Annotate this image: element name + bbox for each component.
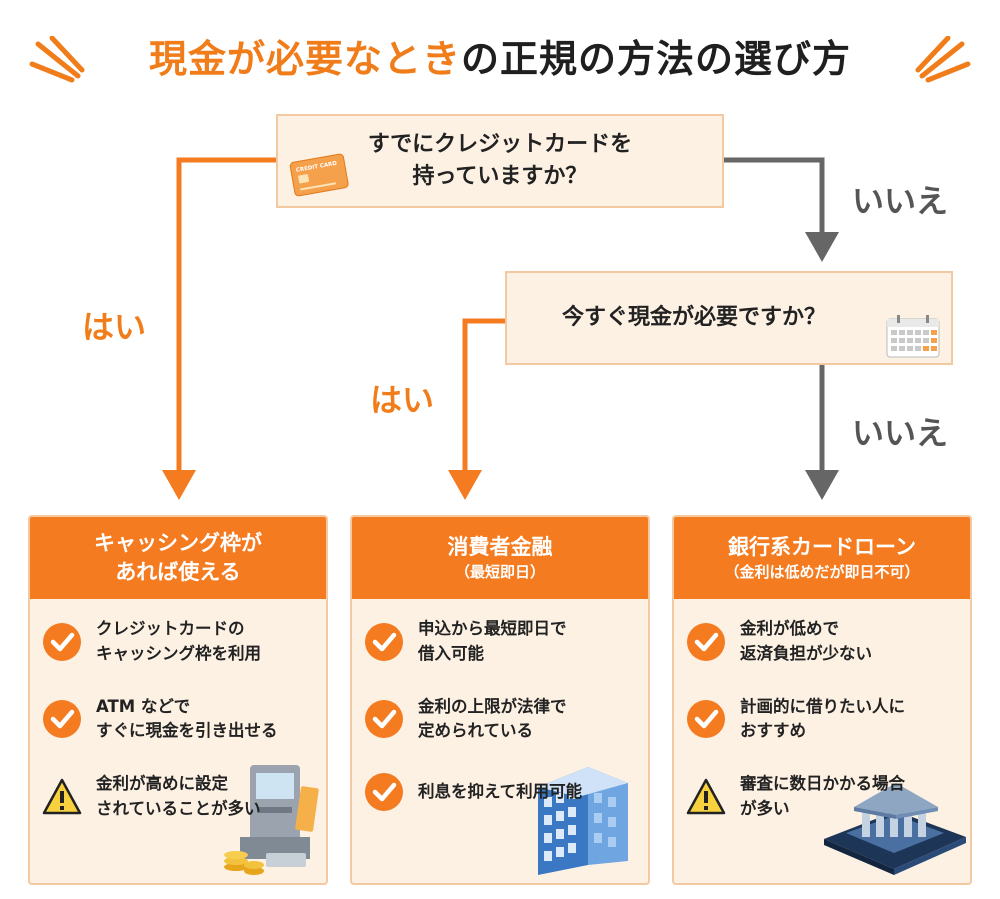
calendar-icon bbox=[886, 315, 940, 358]
question-1-box: CREDIT CARD すでにクレジットカードを 持っていますか？ bbox=[276, 114, 724, 208]
page-title: 現金が必要なときの正規の方法の選び方 bbox=[0, 28, 1000, 83]
title-rest: の正規の方法の選び方 bbox=[461, 37, 852, 81]
option-card-bank-loan: 銀行系カードローン （金利は低めだが即日不可） 金利が低めで返済負担が少ない 計… bbox=[672, 515, 972, 885]
item-line-1: 金利が低めで bbox=[740, 619, 839, 638]
list-item: 計画的に借りたい人におすすめ bbox=[686, 695, 960, 745]
item-line-1: 申込から最短即日で bbox=[418, 619, 567, 638]
card-title-line-1: 銀行系カードローン bbox=[728, 534, 916, 559]
list-item: 利息を抑えて利用可能 bbox=[364, 772, 638, 812]
question-1-line-1: すでにクレジットカードを bbox=[367, 132, 633, 158]
item-line-2: 借入可能 bbox=[418, 643, 484, 663]
list-item: 申込から最短即日で借入可能 bbox=[364, 617, 638, 667]
list-item: 金利が高めに設定されていることが多い bbox=[42, 772, 316, 822]
check-icon bbox=[43, 622, 81, 661]
left-burst-icon bbox=[29, 36, 85, 83]
question-1-line-2: 持っていますか？ bbox=[412, 164, 588, 189]
credit-card-icon: CREDIT CARD bbox=[289, 153, 349, 197]
warning-icon bbox=[686, 778, 726, 814]
yes-arrowhead-1 bbox=[162, 470, 196, 500]
item-line-1: ATM などで bbox=[96, 696, 191, 716]
list-item: 金利の上限が法律で定められている bbox=[364, 695, 638, 745]
item-line-1: クレジットカードの bbox=[96, 619, 245, 638]
check-icon bbox=[687, 700, 725, 739]
item-line-2: おすすめ bbox=[740, 721, 806, 741]
office-building-icon bbox=[538, 767, 628, 875]
yes-connector-1 bbox=[176, 157, 276, 478]
no-connector-1 bbox=[724, 157, 825, 238]
yes-label-1: はい bbox=[82, 308, 147, 346]
atm-icon bbox=[224, 765, 319, 875]
card-subtitle: （最短即日） bbox=[454, 563, 545, 582]
yes-connector-2 bbox=[462, 318, 505, 478]
check-icon bbox=[43, 700, 81, 739]
check-icon bbox=[365, 622, 403, 661]
item-line-1: 利息を抑えて利用可能 bbox=[418, 781, 583, 801]
item-line-2: キャッシング枠を利用 bbox=[96, 643, 261, 663]
item-line-2: されていることが多い bbox=[96, 798, 261, 818]
no-label-2: いいえ bbox=[852, 414, 949, 452]
list-item: ATM などですぐに現金を引き出せる bbox=[42, 695, 316, 745]
card-title-line-1: キャッシング枠が bbox=[94, 530, 262, 555]
card-header: キャッシング枠が あれば使える bbox=[30, 517, 326, 599]
no-arrowhead-1 bbox=[805, 232, 839, 262]
item-line-2: 返済負担が少ない bbox=[740, 643, 872, 663]
card-subtitle: （金利は低めだが即日不可） bbox=[724, 563, 920, 582]
check-icon bbox=[365, 773, 403, 811]
item-line-1: 計画的に借りたい人に bbox=[740, 696, 905, 716]
list-item: 金利が低めで返済負担が少ない bbox=[686, 617, 960, 667]
title-highlight: 現金が必要なとき bbox=[148, 37, 461, 81]
item-line-2: すぐに現金を引き出せる bbox=[96, 721, 278, 741]
bank-building-icon bbox=[824, 783, 966, 875]
card-title-line-2: あれば使える bbox=[115, 560, 241, 584]
yes-arrowhead-2 bbox=[448, 470, 482, 500]
list-item: クレジットカードのキャッシング枠を利用 bbox=[42, 617, 316, 667]
no-arrowhead-2 bbox=[805, 470, 839, 500]
question-2-box: 今すぐ現金が必要ですか？ bbox=[505, 271, 953, 365]
option-card-consumer-finance: 消費者金融 （最短即日） 申込から最短即日で借入可能 金利の上限が法律で定められ… bbox=[350, 515, 650, 885]
item-line-1: 金利の上限が法律で bbox=[418, 696, 567, 716]
check-icon bbox=[365, 700, 403, 739]
check-icon bbox=[687, 622, 725, 661]
item-line-1: 審査に数日かかる場合 bbox=[740, 774, 905, 793]
card-header: 消費者金融 （最短即日） bbox=[352, 517, 648, 599]
card-title-line-1: 消費者金融 bbox=[447, 534, 553, 559]
item-line-1: 金利が高めに設定 bbox=[96, 774, 228, 793]
item-line-2: が多い bbox=[740, 798, 790, 818]
list-item: 審査に数日かかる場合が多い bbox=[686, 772, 960, 822]
yes-label-2: はい bbox=[370, 381, 435, 419]
warning-icon bbox=[42, 778, 82, 814]
no-label-1: いいえ bbox=[852, 182, 949, 220]
item-line-2: 定められている bbox=[418, 721, 534, 741]
card-header: 銀行系カードローン （金利は低めだが即日不可） bbox=[674, 517, 970, 599]
option-card-cashing: キャッシング枠が あれば使える クレジットカードのキャッシング枠を利用 ATM … bbox=[28, 515, 328, 885]
right-burst-icon bbox=[915, 36, 971, 83]
question-2-text: 今すぐ現金が必要ですか？ bbox=[561, 305, 826, 331]
